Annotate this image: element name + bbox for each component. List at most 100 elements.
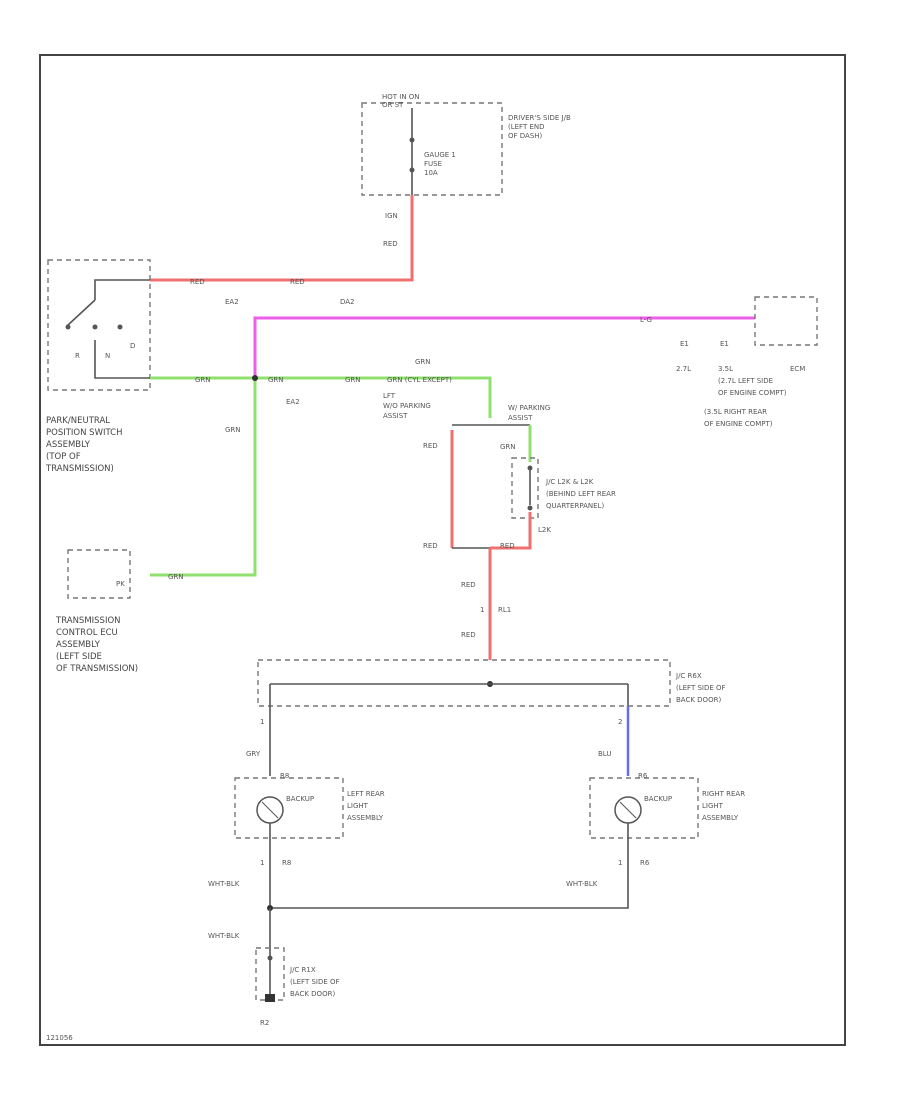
grn-label-4: GRN [415,358,431,366]
ecm-name: ECM [790,365,805,373]
wht-blk-left: WHT-BLK [208,880,240,888]
l2k-label: L2K [538,526,551,534]
grn-label-parking: GRN [500,443,516,451]
r8-label-top: R8 [280,772,289,780]
red-label-junction-2: RED [500,542,515,550]
green-wire-main [150,376,492,418]
tcu-label-2: CONTROL ECU [56,628,118,638]
ea2-label-top: EA2 [225,298,239,306]
w-parking-label: W/ PARKING [508,404,550,412]
blu-label: BLU [598,750,611,758]
tcu-label-3: ASSEMBLY [56,640,101,650]
grn-label-2: GRN [268,376,284,384]
pn-switch-box [47,259,151,391]
wht-blk-right: WHT-BLK [566,880,598,888]
green-wire-tcu [150,378,257,577]
grn-label-3: GRN [345,376,361,384]
hot-label-1: HOT IN ON [382,93,420,101]
jc-r6x-label-2: (LEFT SIDE OF [676,684,726,692]
w-assist-label: ASSIST [508,414,533,422]
ecm-variant-27: 2.7L [676,365,691,373]
tcu-box [67,549,131,599]
left-lamp-label-3: ASSEMBLY [347,814,384,822]
right-lamp-box [589,777,699,839]
wht-blk-ground: WHT-BLK [208,932,240,940]
jb-location-3: OF DASH) [508,132,543,140]
red-label-vert: RED [383,240,398,248]
left-lamp-label-1: LEFT REAR [347,790,385,798]
splice-grn [252,375,258,381]
jc-r1x-label-3: BACK DOOR) [290,990,335,998]
pin-1-right-lower: 1 [618,859,622,867]
left-lamp-box [234,777,344,839]
ecm-connector-2: E1 [720,340,729,348]
gry-label: GRY [246,750,261,758]
ground-id: R2 [260,1019,269,1027]
tcu-label-4: (LEFT SIDE [56,652,102,662]
ground-icon [265,994,275,1002]
lg-label: L-G [640,316,652,324]
pin-1-left-lower: 1 [260,859,264,867]
figure-id: 121056 [46,1034,73,1042]
left-lamp-inner: BACKUP [286,795,314,803]
grn-label-1: GRN [195,376,211,384]
pn-switch-label-4: (TOP OF [46,452,81,462]
pin-r: R [75,352,80,360]
fuse-label-1: GAUGE 1 [424,151,456,159]
jc-r6x-label-1: J/C R6X [675,672,702,680]
driver-jb-box [361,102,503,196]
red-label-h1: RED [190,278,205,286]
rl1-pin: 1 [480,606,484,614]
jc-r1x-terminal [267,955,273,961]
hot-label-2: OR ST [382,101,404,109]
jc-r1x-label-1: J/C R1X [289,966,316,974]
jc-l2k-label-3: QUARTERPANEL) [546,502,604,510]
pin-1-left: 1 [260,718,264,726]
pn-switch-label-2: POSITION SWITCH [46,428,123,438]
fuse-terminal-bottom [409,167,415,173]
lft-label: LFT [383,392,396,400]
diagram-frame [39,54,846,1046]
red-label-junction: RED [423,542,438,550]
ign-label: IGN [385,212,398,220]
jc-l2k-box [511,457,539,519]
pin-n: N [105,352,110,360]
ecm-label-2: OF ENGINE COMPT) [718,389,787,397]
switch-contact-r [65,324,71,330]
r6-label-top: R6 [638,772,648,780]
ecm-label-1: (2.7L LEFT SIDE [718,377,773,385]
switch-blade [67,299,96,326]
jc-r6x-box [257,659,671,707]
left-bulb-filament [261,801,279,819]
red-label-wo: RED [423,442,438,450]
switch-input-wire [94,279,150,300]
jc-l2k-label-2: (BEHIND LEFT REAR [546,490,616,498]
red-label-h2: RED [290,278,305,286]
switch-contact-d [117,324,123,330]
grn-label-vert: GRN [225,426,241,434]
jb-location-2: (LEFT END [508,123,545,131]
pin-2-right: 2 [618,718,622,726]
wo-parking-label: W/O PARKING [383,402,431,410]
jb-location-1: DRIVER'S SIDE J/B [508,114,571,122]
jc-r1x-label-2: (LEFT SIDE OF [290,978,340,986]
fuse-terminal-top [409,137,415,143]
pn-switch-label-1: PARK/NEUTRAL [46,416,110,426]
right-lamp-label-1: RIGHT REAR [702,790,745,798]
ecm-label-3: (3.5L RIGHT REAR [704,408,767,416]
jc-r6x-label-3: BACK DOOR) [676,696,721,704]
red-label-down-1: RED [461,581,476,589]
grn-label-tcu: GRN [168,573,184,581]
right-lamp-label-2: LIGHT [702,802,724,810]
r8-label: R8 [282,859,291,867]
jc-l2k-terminal-bottom [527,505,533,511]
left-lamp-label-2: LIGHT [347,802,369,810]
ecm-label-4: OF ENGINE COMPT) [704,420,773,428]
tcu-label-1: TRANSMISSION [55,616,121,626]
right-bulb-filament [619,801,637,819]
tcu-pin: PK [116,580,125,588]
tcu-label-5: OF TRANSMISSION) [56,664,138,674]
switch-contact-n [92,324,98,330]
ea2-label-mid: EA2 [286,398,300,406]
